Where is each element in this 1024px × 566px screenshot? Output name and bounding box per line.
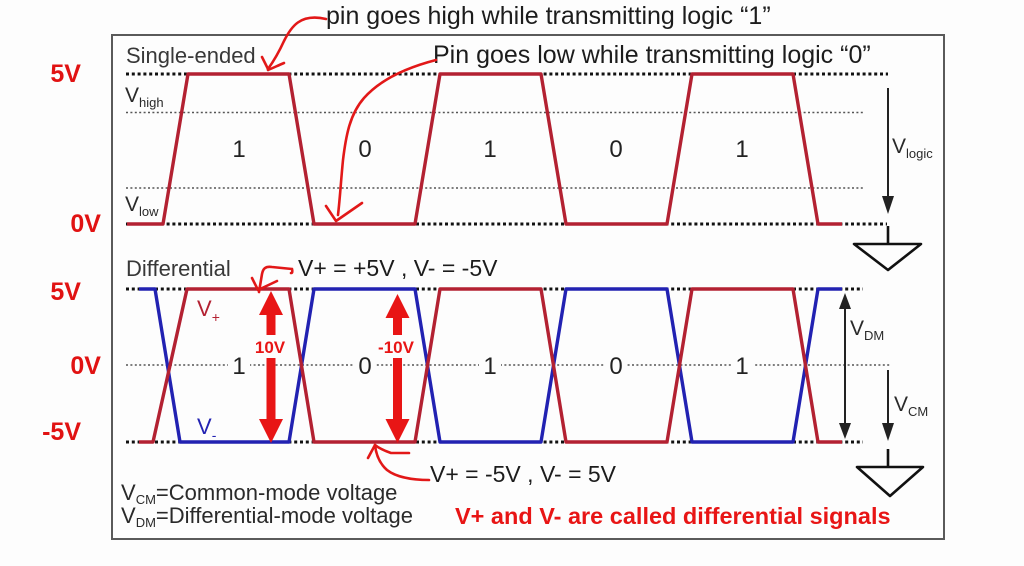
svg-text:Vlow: Vlow xyxy=(125,193,159,219)
svg-text:10V: 10V xyxy=(255,338,286,357)
svg-text:1: 1 xyxy=(232,136,245,163)
svg-text:1: 1 xyxy=(483,353,496,380)
svg-text:Differential: Differential xyxy=(126,256,231,281)
svg-text:pin goes high while transmitti: pin goes high while transmitting logic “… xyxy=(326,2,771,30)
svg-text:V+ = -5V , V- = 5V: V+ = -5V , V- = 5V xyxy=(430,461,617,487)
svg-text:0: 0 xyxy=(358,353,371,380)
svg-text:V+: V+ xyxy=(197,296,220,325)
svg-text:1: 1 xyxy=(735,136,748,163)
svg-text:0V: 0V xyxy=(70,210,101,238)
svg-text:V-: V- xyxy=(197,414,217,443)
svg-text:0V: 0V xyxy=(70,352,101,380)
svg-text:5V: 5V xyxy=(50,60,81,88)
svg-text:V+ = +5V , V- = -5V: V+ = +5V , V- = -5V xyxy=(298,255,498,281)
svg-text:Vlogic: Vlogic xyxy=(892,135,933,161)
svg-text:Vhigh: Vhigh xyxy=(125,84,164,110)
svg-text:5V: 5V xyxy=(50,278,81,306)
svg-text:1: 1 xyxy=(232,353,245,380)
svg-text:1: 1 xyxy=(483,136,496,163)
svg-text:0: 0 xyxy=(358,136,371,163)
svg-text:VCM: VCM xyxy=(894,393,928,419)
svg-text:-5V: -5V xyxy=(42,418,81,446)
svg-text:VDM=Differential-mode voltage: VDM=Differential-mode voltage xyxy=(121,503,413,530)
svg-text:-10V: -10V xyxy=(378,338,415,357)
svg-text:VDM: VDM xyxy=(850,317,884,343)
svg-text:VCM=Common-mode voltage: VCM=Common-mode voltage xyxy=(121,480,397,507)
svg-text:Pin goes low while transmittin: Pin goes low while transmitting logic “0… xyxy=(433,41,871,69)
svg-text:Single-ended: Single-ended xyxy=(126,43,256,68)
svg-text:0: 0 xyxy=(609,353,622,380)
svg-text:1: 1 xyxy=(735,353,748,380)
svg-text:0: 0 xyxy=(609,136,622,163)
svg-text:V+ and V- are called different: V+ and V- are called differential signal… xyxy=(455,503,891,529)
